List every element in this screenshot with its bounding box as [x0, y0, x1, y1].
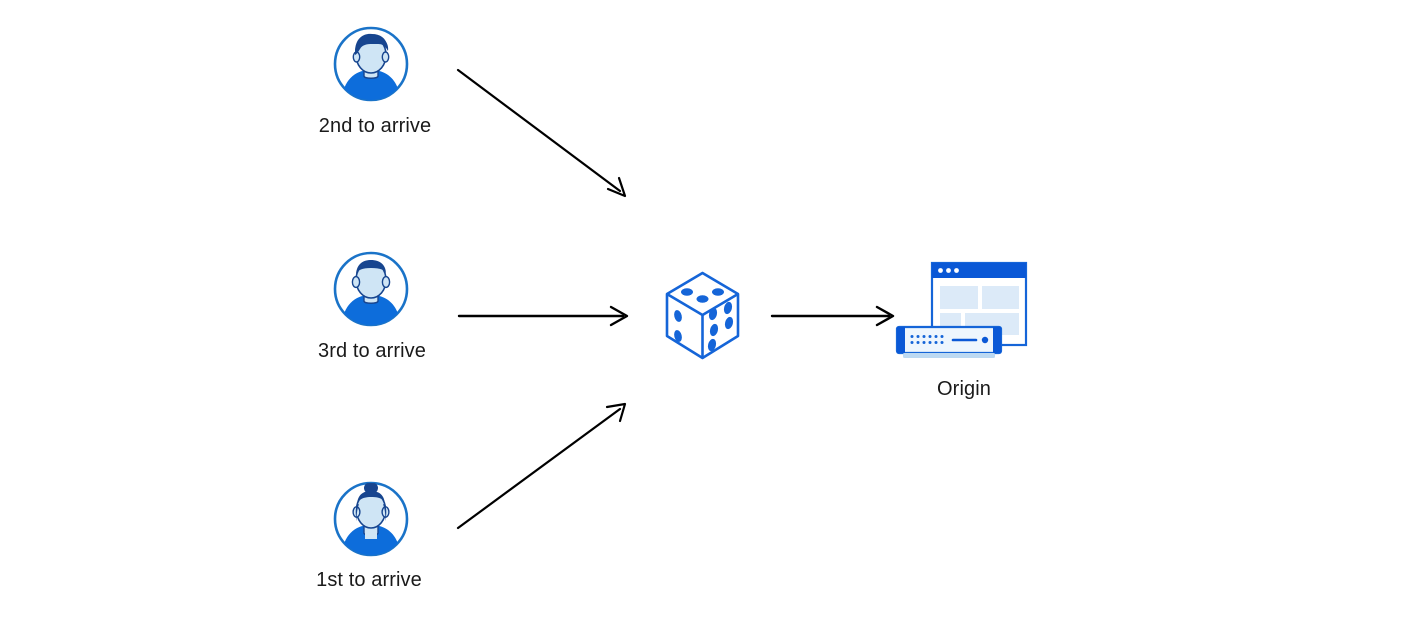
arrow-visitor3-to-dice [457, 305, 629, 327]
arrow-dice-to-origin [770, 305, 895, 327]
user-avatar-icon[interactable] [331, 479, 411, 559]
server-device-icon [895, 325, 1003, 358]
user-avatar-icon[interactable] [331, 24, 411, 104]
arrow-visitor2-to-dice [456, 68, 627, 198]
arrow-visitor1-to-dice [456, 402, 627, 530]
origin-label: Origin [937, 378, 991, 400]
user-avatar-icon[interactable] [331, 249, 411, 329]
visitor-1-label: 1st to arrive [316, 569, 422, 591]
visitor-2-label: 2nd to arrive [318, 115, 432, 137]
origin-server-icon[interactable] [893, 255, 1038, 365]
visitor-3-label: 3rd to arrive [317, 340, 427, 362]
dice-icon[interactable] [660, 268, 745, 363]
